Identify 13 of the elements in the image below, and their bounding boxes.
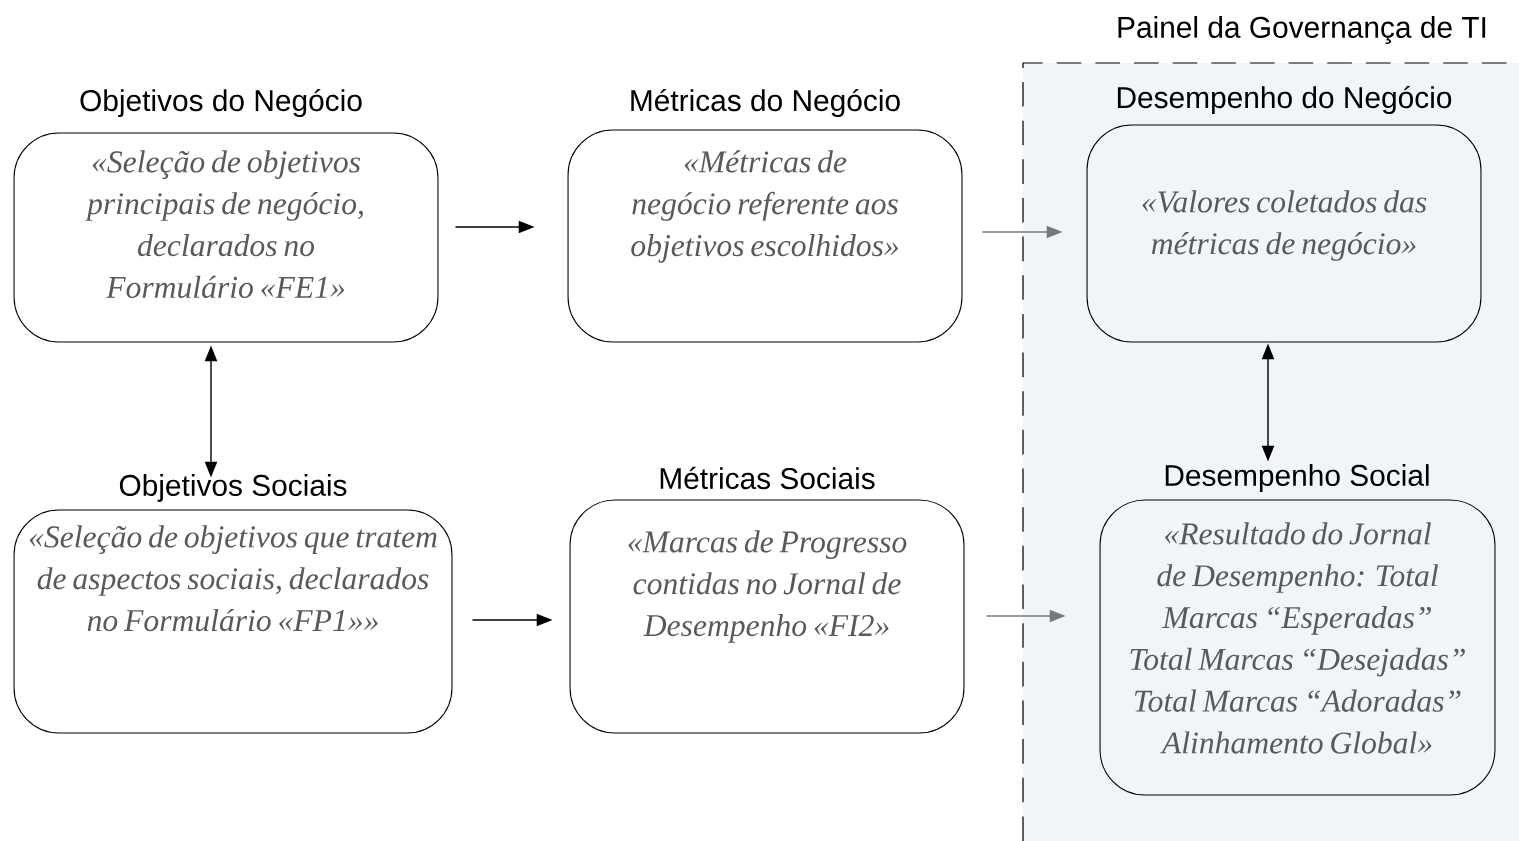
rounded-box: «Resultado do Jornal de Desempenho: Total Marcas “Esperadas” Total Marcas “Desejadas” Total Marcas “Adoradas” Alinhamento Global» [1099,499,1496,796]
box-heading: Métricas do Negócio [631,88,900,118]
rounded-box: «Seleção de objetivos que tratem de aspectos sociais, declarados no Formulário «FP1»» [13,509,453,734]
box-heading: Objetivos do Negócio [80,88,362,118]
rounded-box: «Marcas de Progresso contidas no Jornal de Desempenho «FI2» [569,499,965,734]
box-heading: Objetivos Sociais [119,474,347,502]
box-heading: Métricas Sociais [660,466,875,490]
rounded-box: «Seleção de objetivos principais de negócio, declarados no Formulário «FE1» [13,132,439,343]
box-heading: Desempenho do Negócio [1117,85,1452,115]
rounded-box: «Valores coletados das métricas de negócio» [1086,124,1482,343]
rounded-box: «Métricas de negócio referente aos objetivos escolhidos» [567,129,963,343]
box-heading: Desempenho Social [1165,464,1429,492]
panel-title: Painel da Governança de TI [1118,16,1486,44]
